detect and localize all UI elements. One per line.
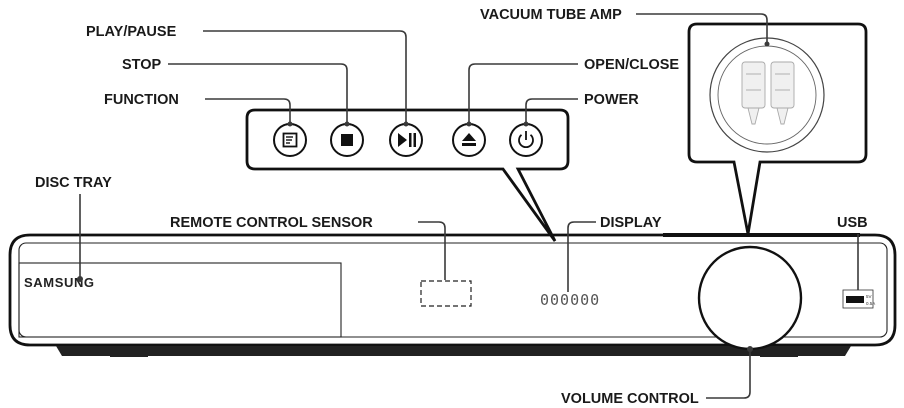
stop-label: STOP <box>122 57 162 73</box>
brand-logo: SAMSUNG <box>24 275 95 290</box>
disc-tray-label: DISC TRAY <box>35 175 112 191</box>
open-close-button[interactable] <box>452 123 486 157</box>
remote-control-sensor-label: REMOTE CONTROL SENSOR <box>170 215 373 231</box>
control-buttons-callout <box>245 108 570 242</box>
display-label: DISPLAY <box>600 215 662 231</box>
power-icon <box>518 131 534 149</box>
function-button[interactable] <box>273 123 307 157</box>
function-icon <box>282 132 298 148</box>
power-button[interactable] <box>509 123 543 157</box>
play-pause-button[interactable] <box>389 123 423 157</box>
volume-control-label: VOLUME CONTROL <box>561 391 699 407</box>
vacuum-tube-icon <box>741 61 795 125</box>
svg-text:0.5A: 0.5A <box>866 301 875 306</box>
disc-tray[interactable]: SAMSUNG <box>18 262 342 338</box>
display-readout: 000000 <box>540 291 600 309</box>
volume-control-knob[interactable] <box>697 245 803 351</box>
usb-port[interactable]: 5V 0.5A <box>842 289 875 309</box>
remote-control-sensor <box>420 280 472 307</box>
eject-icon <box>462 133 476 146</box>
leader-lines <box>77 13 859 399</box>
vacuum-tube-amp-label: VACUUM TUBE AMP <box>480 7 622 23</box>
play-pause-label: PLAY/PAUSE <box>86 24 177 40</box>
usb-label: USB <box>837 215 868 231</box>
function-label: FUNCTION <box>104 92 179 108</box>
vacuum-tube-window <box>709 37 825 153</box>
stop-icon <box>341 134 353 146</box>
power-label: POWER <box>584 92 639 108</box>
open-close-label: OPEN/CLOSE <box>584 57 679 73</box>
stop-button[interactable] <box>330 123 364 157</box>
svg-text:5V: 5V <box>866 294 872 299</box>
play-pause-icon <box>398 133 416 147</box>
